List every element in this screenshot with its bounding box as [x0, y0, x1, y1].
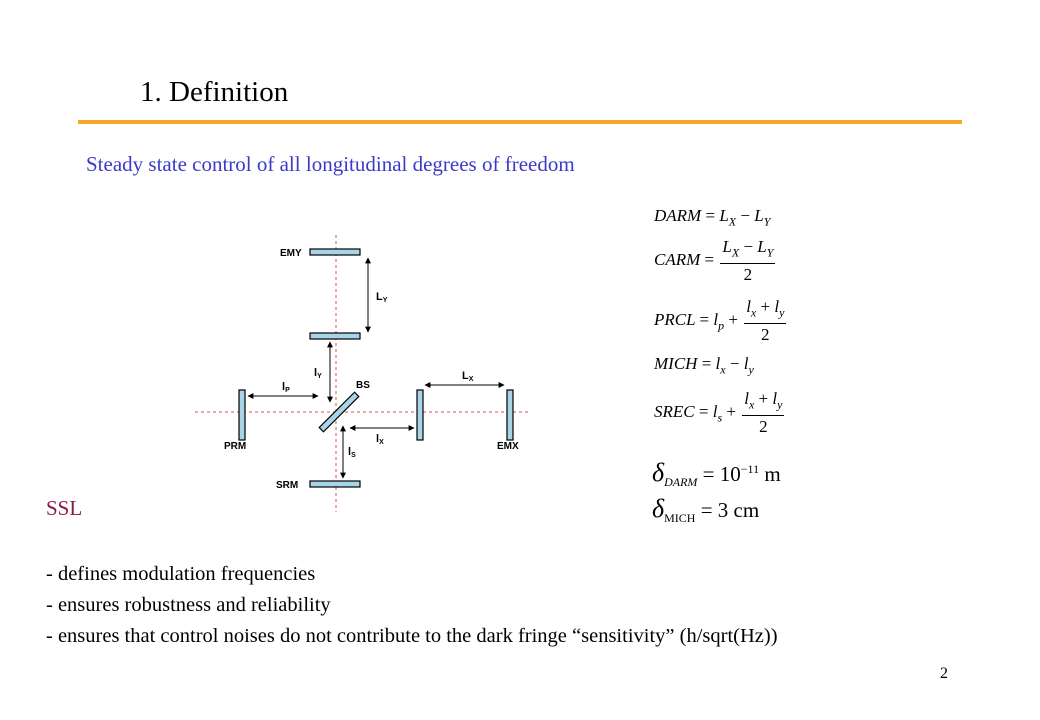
itmy-mirror: [309, 332, 361, 340]
emx-label: EMX: [497, 441, 519, 452]
itmx-mirror: [416, 389, 424, 441]
ssl-bullet-2: - ensures robustness and reliability: [46, 594, 331, 616]
slide-title: 1. Definition: [140, 76, 289, 108]
emy-mirror: [309, 248, 361, 256]
slide-subtitle: Steady state control of all longitudinal…: [86, 152, 575, 176]
ssl-bullet-1: - defines modulation frequencies: [46, 563, 316, 585]
lX-label: lX: [376, 433, 384, 446]
srm-label: SRM: [276, 480, 298, 491]
lY-label: lY: [314, 367, 322, 380]
lS-label: lS: [348, 446, 356, 459]
beamsplitter: [318, 391, 360, 433]
page-number: 2: [940, 665, 948, 682]
LX-label: LX: [462, 370, 474, 383]
delta-mich-equation: δMICH = 3 cm: [652, 494, 760, 526]
prm-label: PRM: [224, 441, 246, 452]
interferometer-diagram: EMY EMX PRM SRM BS LY lY lP LX lX lS: [195, 235, 530, 512]
delta-darm-equation: δDARM = 10−11 m: [652, 458, 781, 490]
emy-label: EMY: [280, 248, 302, 259]
ssl-heading: SSL: [46, 496, 83, 520]
bs-label: BS: [356, 380, 370, 391]
ssl-bullet-3: - ensures that control noises do not con…: [46, 625, 778, 647]
srm-mirror: [309, 480, 361, 488]
LY-label: LY: [376, 291, 388, 304]
title-underline: [78, 120, 962, 124]
prm-mirror: [238, 389, 246, 441]
darm-equation: DARM = LX − LY: [654, 206, 771, 229]
mich-equation: MICH = lx − ly: [654, 354, 754, 377]
lP-label: lP: [282, 381, 290, 394]
emx-mirror: [506, 389, 514, 441]
